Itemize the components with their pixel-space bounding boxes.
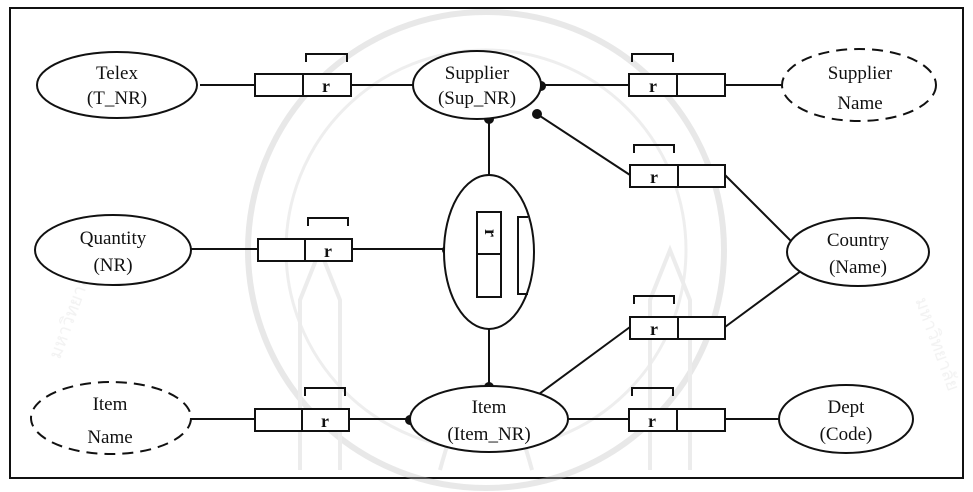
fact-supplier-name: r: [628, 53, 726, 97]
value-item-name-line1: Item: [93, 394, 128, 415]
entity-supplier: Supplier (Sup_NR): [412, 50, 542, 120]
entity-telex-refmode: (T_NR): [87, 88, 147, 109]
fact-item-name: r: [254, 387, 350, 432]
fact-item-dept: r: [628, 387, 726, 432]
role-label: r: [650, 167, 658, 187]
entity-dept-name: Dept: [828, 397, 866, 418]
entity-country-refmode: (Name): [829, 257, 887, 278]
uniqueness-bar: [631, 53, 674, 62]
entity-telex-name: Telex: [96, 63, 138, 84]
entity-telex: Telex (T_NR): [36, 51, 198, 119]
entity-dept: Dept (Code): [778, 384, 914, 454]
fact-telex-supplier: r: [254, 53, 352, 97]
entity-country: Country (Name): [786, 217, 930, 287]
role-label: r: [322, 76, 330, 96]
entity-item-refmode: (Item_NR): [447, 424, 530, 445]
entity-dept-refmode: (Code): [820, 424, 873, 445]
entity-country-name: Country: [827, 230, 890, 251]
entity-item-name: Item: [472, 397, 507, 418]
role-label: r: [648, 411, 656, 431]
connectors: [191, 84, 806, 420]
fact-quantity: r: [257, 217, 353, 262]
role-label: r: [324, 241, 332, 261]
value-supplier-name-line2: Name: [837, 93, 882, 114]
uniqueness-bar: [631, 387, 674, 396]
role-label: r: [650, 319, 658, 339]
entity-supplier-refmode: (Sup_NR): [438, 88, 516, 109]
value-supplier-name: Supplier Name: [781, 48, 937, 122]
watermark-text-right: มหาวิทยาลัย: [911, 295, 963, 394]
uniqueness-bar: [305, 53, 348, 62]
uniqueness-bar: [307, 217, 349, 226]
entity-quantity-name: Quantity: [80, 228, 147, 249]
value-item-name: Item Name: [30, 381, 192, 455]
fact-item-country: r: [629, 295, 726, 340]
entity-quantity-refmode: (NR): [93, 255, 132, 276]
uniqueness-bar: [304, 387, 346, 396]
value-supplier-name-line1: Supplier: [828, 63, 893, 84]
entity-quantity: Quantity (NR): [34, 214, 192, 286]
diagram-frame: [9, 7, 964, 479]
value-item-name-line2: Name: [87, 427, 132, 448]
role-label: r: [649, 76, 657, 96]
entity-supplier-name: Supplier: [445, 63, 510, 84]
fact-supplier-country: r: [629, 144, 726, 188]
nested-fact-ellipse: r: [443, 174, 535, 330]
uniqueness-bar: [633, 295, 675, 304]
uniqueness-bar-vertical: [517, 216, 528, 295]
role-label: r: [321, 411, 329, 431]
nested-role-label: r: [481, 229, 501, 237]
uniqueness-bar: [633, 144, 675, 153]
entity-item: Item (Item_NR): [409, 385, 569, 453]
